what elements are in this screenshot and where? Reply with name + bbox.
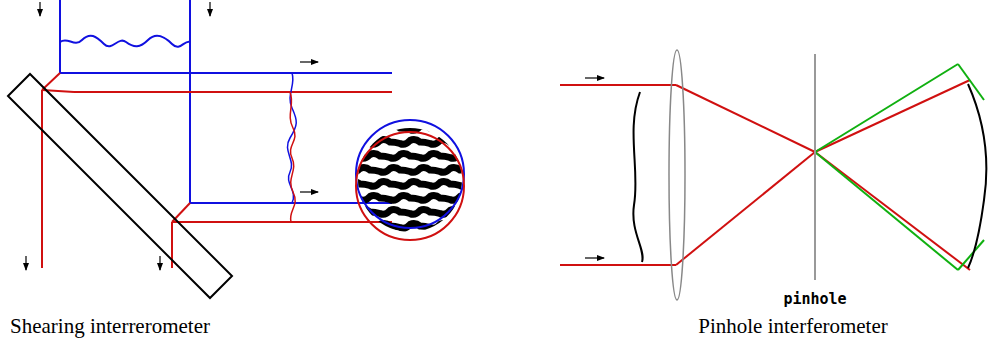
fringe [350, 182, 470, 187]
output-wavefront [968, 84, 986, 268]
part-label: pinhole [781, 290, 848, 308]
blue-beam-circle [356, 120, 464, 228]
sheared-wavefronts [287, 73, 296, 222]
lens [669, 50, 685, 300]
figure-caption: Shearing interrerometer [10, 314, 210, 339]
fringe [350, 168, 470, 173]
fringe [350, 210, 470, 215]
fringe [350, 196, 470, 201]
incoming-beam [560, 80, 970, 270]
figure-caption: Pinhole interferometer [698, 314, 888, 339]
incoming-beam [60, 0, 392, 203]
glass-plate [8, 74, 232, 298]
aberrated-wavefront [633, 92, 642, 262]
reference-beam [815, 64, 984, 270]
red-beam-circle [356, 132, 464, 240]
direction-arrows [585, 78, 604, 258]
direction-arrows [26, 2, 318, 270]
pinhole-plate [814, 54, 816, 280]
fringe [350, 126, 470, 131]
refracted-beam [42, 73, 392, 268]
fringe [350, 154, 470, 159]
